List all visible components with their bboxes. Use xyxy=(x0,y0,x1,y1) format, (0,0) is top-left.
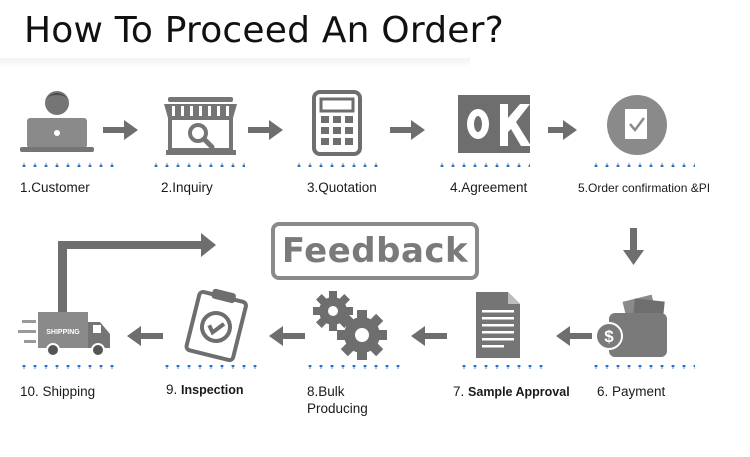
arrow-down-icon xyxy=(623,228,644,265)
dot-separator-7 xyxy=(455,365,550,369)
dot-separator-1 xyxy=(20,163,115,167)
arrow-left-icon xyxy=(127,326,163,346)
step-5-label: 5.Order confirmation &PI xyxy=(578,181,711,195)
step-9-label: 9. Inspection xyxy=(166,382,244,397)
arrow-left-icon xyxy=(269,326,305,346)
dot-separator-3 xyxy=(290,163,385,167)
arrow-right-icon xyxy=(248,120,283,140)
page-title: How To Proceed An Order? xyxy=(24,10,504,51)
customer-laptop-icon xyxy=(20,91,94,152)
arrow-right-icon xyxy=(390,120,425,140)
step-2-label: 2.Inquiry xyxy=(161,180,213,195)
dot-separator-2 xyxy=(150,163,245,167)
arrow-right-icon xyxy=(103,120,138,140)
step-7-label: 7. Sample Approval xyxy=(453,384,570,399)
step-8-label: 8.Bulk Producing xyxy=(307,384,368,416)
arrow-left-icon xyxy=(556,326,592,346)
shipping-truck-icon: SHIPPING xyxy=(18,312,110,357)
svg-text:$: $ xyxy=(604,327,614,346)
arrow-left-icon xyxy=(411,326,447,346)
ok-icon xyxy=(458,95,531,153)
dot-separator-6 xyxy=(590,365,695,369)
calculator-icon xyxy=(312,90,362,156)
feedback-box: Feedback xyxy=(271,222,479,280)
dot-separator-4 xyxy=(435,163,530,167)
step-6-label: 6. Payment xyxy=(597,384,666,399)
arrow-right-icon xyxy=(548,120,577,140)
document-icon xyxy=(476,292,520,358)
dot-separator-10 xyxy=(20,365,115,369)
dot-separator-8 xyxy=(305,365,400,369)
wallet-money-icon: $ xyxy=(595,294,667,357)
truck-label: SHIPPING xyxy=(46,329,80,336)
step-10-label: 10. Shipping xyxy=(20,384,96,399)
feedback-return-arrow-icon xyxy=(58,233,216,312)
step-1-label: 1.Customer xyxy=(20,180,90,195)
dot-separators xyxy=(20,163,695,369)
store-search-icon xyxy=(164,97,237,155)
confirmation-check-icon xyxy=(607,95,667,155)
flow-arrows xyxy=(58,120,644,346)
dot-separator-9 xyxy=(165,365,260,369)
title-underline-shadow xyxy=(0,58,470,68)
clipboard-check-icon xyxy=(184,288,248,363)
step-3-label: 3.Quotation xyxy=(307,180,377,195)
gears-icon xyxy=(313,291,387,360)
dot-separator-5 xyxy=(590,163,695,167)
step-4-label: 4.Agreement xyxy=(450,180,528,195)
